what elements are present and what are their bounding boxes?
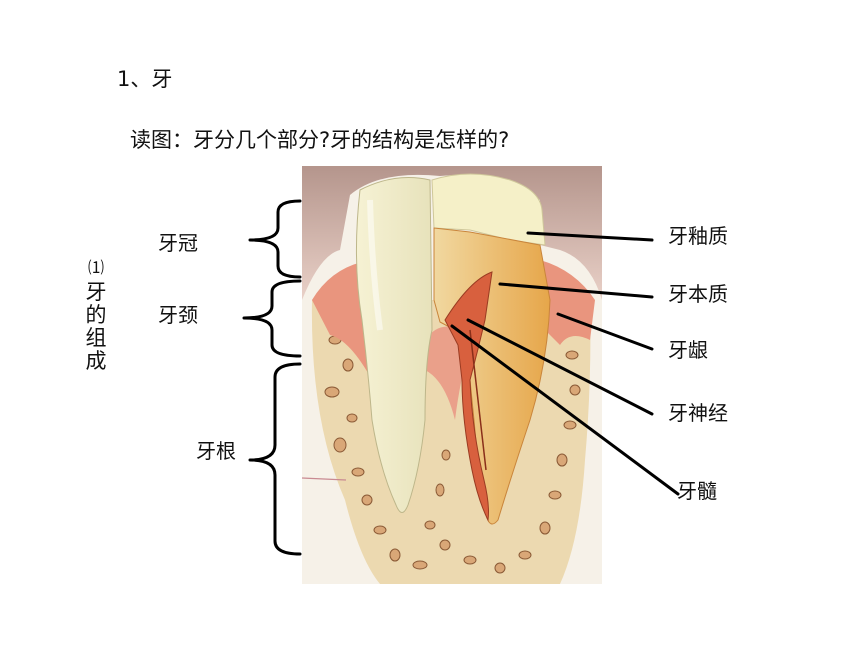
label-nerve: 牙神经 bbox=[668, 401, 728, 425]
brace-root bbox=[248, 362, 302, 556]
pointer-nerve bbox=[466, 318, 654, 416]
label-root: 牙根 bbox=[196, 439, 236, 463]
tooth-illustration bbox=[301, 166, 602, 584]
section-title: 1、牙 bbox=[117, 67, 173, 91]
pointer-gum bbox=[556, 312, 654, 351]
label-enamel: 牙釉质 bbox=[668, 224, 728, 248]
label-pulp: 牙髓 bbox=[677, 479, 717, 503]
brace-neck bbox=[242, 279, 302, 358]
pointer-dentin bbox=[498, 282, 654, 299]
pointer-pulp bbox=[450, 324, 680, 496]
question-text: 读图：牙分几个部分?牙的结构是怎样的? bbox=[130, 128, 510, 152]
label-neck: 牙颈 bbox=[158, 303, 198, 327]
label-gum: 牙龈 bbox=[668, 338, 708, 362]
composition-label: ⑴ 牙的组成 bbox=[84, 256, 108, 373]
label-dentin: 牙本质 bbox=[668, 282, 728, 306]
label-crown: 牙冠 bbox=[158, 231, 198, 255]
brace-crown bbox=[248, 199, 302, 279]
pointer-enamel bbox=[526, 231, 654, 242]
composition-number: ⑴ bbox=[87, 258, 104, 277]
composition-text: 牙的组成 bbox=[85, 280, 107, 373]
